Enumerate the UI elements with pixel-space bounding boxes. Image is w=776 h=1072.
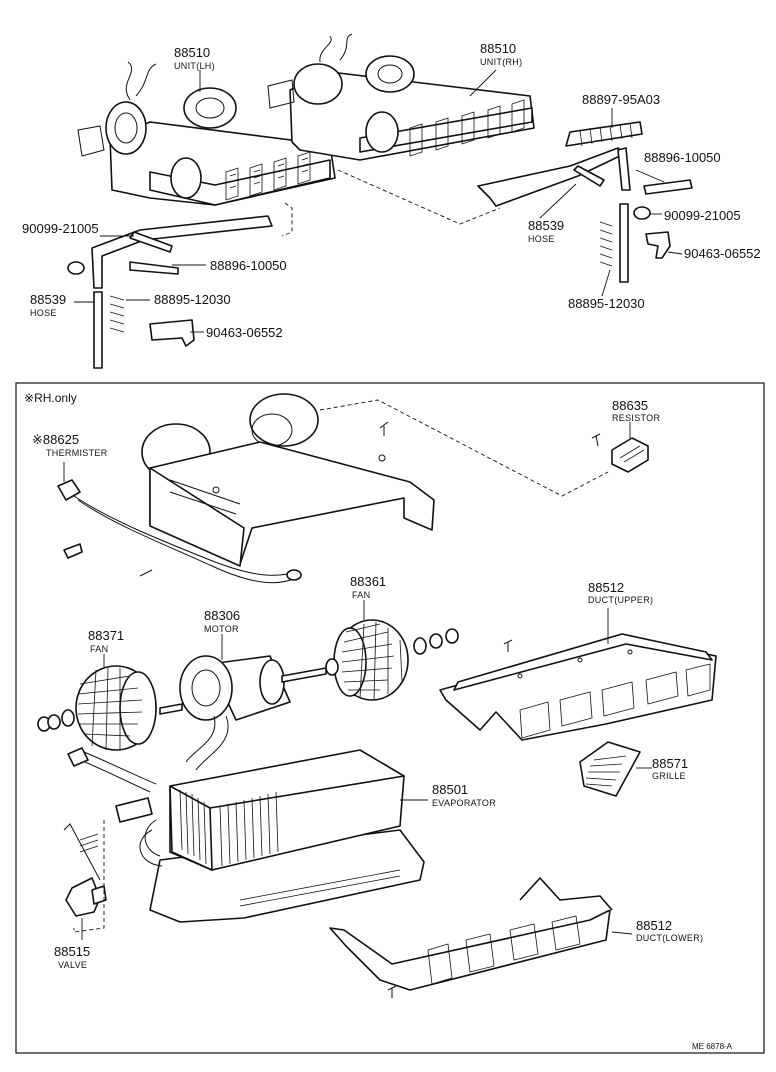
clip-top-left-number: 88896-10050: [210, 258, 287, 273]
nut-left-number: 90099-21005: [22, 221, 99, 236]
hose-right-name: HOSE: [528, 234, 555, 244]
resistor-number: 88635: [612, 398, 648, 413]
unit-rh-drawing: [267, 33, 535, 225]
hose-right-assembly: [477, 121, 693, 283]
spring-right-number: 88895-12030: [568, 296, 645, 311]
thermister-drawing: [57, 421, 389, 584]
grille-number: 88571: [652, 756, 688, 771]
clip-top-right-number: 88896-10050: [644, 150, 721, 165]
valve-drawing: [63, 820, 107, 940]
thermister-number: 88625: [43, 432, 79, 447]
rh-only-frame: [15, 382, 765, 1054]
resistor-name: RESISTOR: [612, 413, 660, 423]
unit-lh-number: 88510: [174, 45, 210, 60]
bracket-left-number: 90463-06552: [206, 325, 283, 340]
evaporator-name: EVAPORATOR: [432, 798, 496, 808]
bracket-right-number: 90463-06552: [684, 246, 761, 261]
motor-number: 88306: [204, 608, 240, 623]
top-leaders: [74, 69, 683, 333]
fan-left-name: FAN: [90, 644, 108, 654]
svg-text:※RH.only: ※RH.only: [24, 391, 77, 405]
hose-left-number: 88539: [30, 292, 66, 307]
hose-right-number: 88539: [528, 218, 564, 233]
duct-upper-number: 88512: [588, 580, 624, 595]
spring-left-number: 88895-12030: [154, 292, 231, 307]
evaporator-number: 88501: [432, 782, 468, 797]
fan-left-number: 88371: [88, 628, 124, 643]
duct-lower-drawing: [329, 877, 633, 998]
grille-drawing: [579, 741, 652, 797]
hose-top-right-number: 88897-95A03: [582, 92, 660, 107]
duct-lower-name: DUCT(LOWER): [636, 933, 703, 943]
unit-lh-name: UNIT(LH): [174, 61, 215, 71]
unit-lh-drawing: [77, 61, 336, 237]
valve-number: 88515: [54, 944, 90, 959]
motor-drawing: [159, 634, 327, 771]
nut-right-number: 90099-21005: [664, 208, 741, 223]
fan-right-name: FAN: [352, 590, 370, 600]
duct-lower-number: 88512: [636, 918, 672, 933]
evaporator-drawing: [67, 747, 428, 923]
cover-drawing: [141, 393, 609, 567]
duct-upper-drawing: [439, 608, 717, 741]
unit-rh-number: 88510: [480, 41, 516, 56]
page-code: ME 6878-A: [692, 1042, 733, 1051]
note-rh-only: RH.only: [34, 391, 77, 405]
hose-left-assembly: [67, 215, 273, 369]
duct-upper-name: DUCT(UPPER): [588, 595, 653, 605]
svg-text:※88625: ※88625: [32, 432, 79, 447]
labels: 88510 UNIT(LH) 88510 UNIT(RH) 88897-95A0…: [22, 41, 761, 1051]
hose-left-name: HOSE: [30, 308, 57, 318]
unit-rh-name: UNIT(RH): [480, 57, 522, 67]
fan-left-drawing: [37, 654, 157, 751]
grille-name: GRILLE: [652, 771, 686, 781]
valve-name: VALVE: [58, 960, 87, 970]
motor-name: MOTOR: [204, 624, 239, 634]
fan-right-number: 88361: [350, 574, 386, 589]
thermister-name: THERMISTER: [46, 448, 108, 458]
thermister-marker: ※: [32, 432, 43, 447]
resistor-drawing: [591, 422, 649, 473]
fan-right-drawing: [325, 600, 459, 701]
note-marker: ※: [24, 391, 34, 405]
